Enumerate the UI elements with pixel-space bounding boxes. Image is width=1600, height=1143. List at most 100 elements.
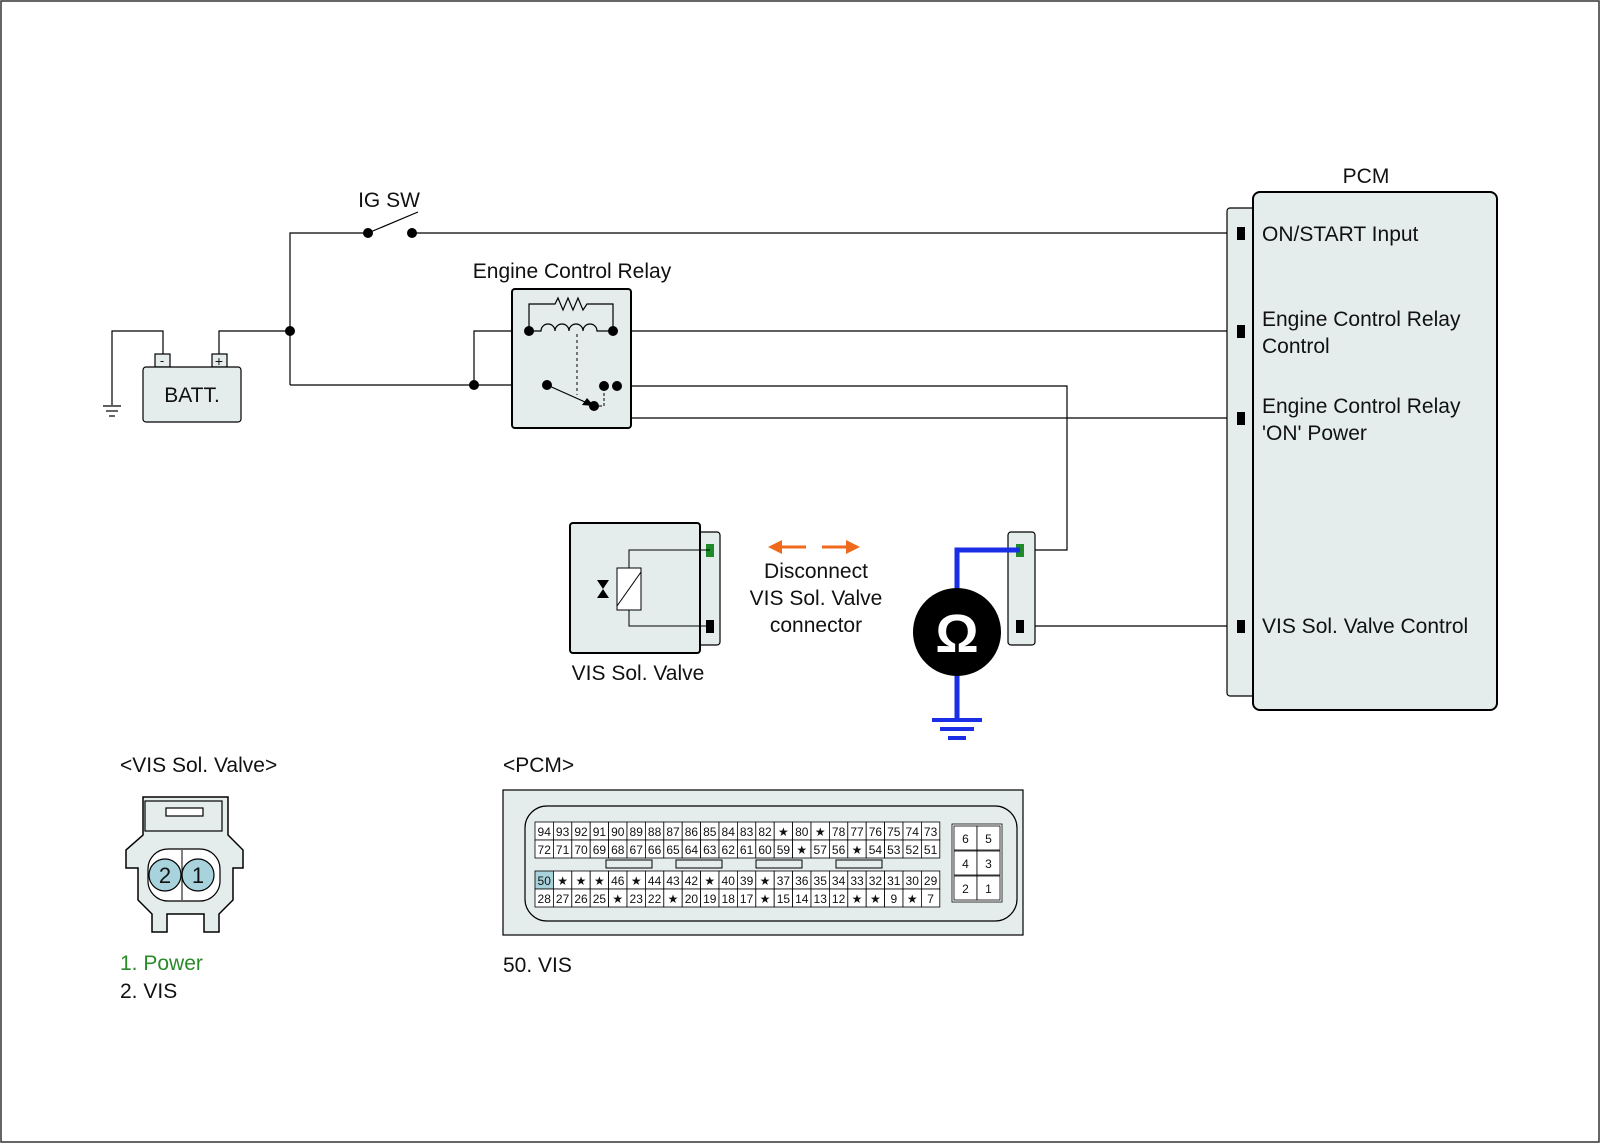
pcm-pin-label: 44 bbox=[648, 874, 662, 888]
pcm-on-start-label: ON/START Input bbox=[1262, 223, 1419, 246]
pcm-relay-control-label-2: Control bbox=[1262, 335, 1330, 358]
pcm-pin-label: ★ bbox=[870, 892, 881, 906]
pcm-pin-label: ★ bbox=[778, 825, 789, 839]
battery-positive-wire bbox=[218, 330, 290, 354]
pcm-pin-label: 32 bbox=[869, 874, 883, 888]
pcm-pin-label: ★ bbox=[815, 825, 826, 839]
pcm-module: PCM ON/START Input Engine Control Relay … bbox=[1226, 165, 1498, 711]
pcm-small-pin-label: 5 bbox=[985, 832, 992, 846]
pcm-pin-label: 69 bbox=[593, 843, 607, 857]
disconnect-note: Disconnect VIS Sol. Valve connector bbox=[750, 540, 882, 637]
pcm-small-pin-label: 1 bbox=[985, 882, 992, 896]
pcm-pin-label: 90 bbox=[611, 825, 625, 839]
ig-switch: IG SW bbox=[358, 189, 420, 238]
pcm-pin-label: 42 bbox=[685, 874, 699, 888]
pcm-pin-vis-control bbox=[1237, 620, 1245, 633]
pcm-pin-label: 12 bbox=[832, 892, 846, 906]
ig-sw-label: IG SW bbox=[358, 189, 420, 212]
pcm-pin-label: ★ bbox=[576, 874, 587, 888]
pcm-body bbox=[1252, 191, 1498, 711]
arrow-left-icon bbox=[768, 540, 782, 554]
pcm-pin-label: 13 bbox=[814, 892, 828, 906]
battery-ground-wire bbox=[111, 330, 164, 405]
meter-lead-positive bbox=[954, 547, 1020, 590]
pcm-pin-label: 17 bbox=[740, 892, 754, 906]
harness-connector-body bbox=[1007, 531, 1036, 646]
pcm-pin-label: 77 bbox=[850, 825, 864, 839]
pcm-pin-label: 40 bbox=[722, 874, 736, 888]
pcm-pin-label: 66 bbox=[648, 843, 662, 857]
pcm-pin-label: 70 bbox=[574, 843, 588, 857]
pcm-pin-label: 43 bbox=[666, 874, 680, 888]
pcm-connector-title: <PCM> bbox=[503, 754, 574, 777]
pcm-pin-label: 31 bbox=[887, 874, 901, 888]
pcm-pin-label: 19 bbox=[703, 892, 717, 906]
pcm-pin-label: 73 bbox=[924, 825, 938, 839]
pcm-pin-label: ★ bbox=[852, 892, 863, 906]
pcm-pin-label: 56 bbox=[832, 843, 846, 857]
ohmmeter: Ω bbox=[913, 547, 1020, 740]
vis-connector-title: <VIS Sol. Valve> bbox=[120, 754, 277, 777]
relay-label: Engine Control Relay bbox=[473, 260, 672, 283]
vis-pin-2-label: 2 bbox=[159, 863, 171, 888]
pcm-pin-label: 35 bbox=[814, 874, 828, 888]
pcm-pin-label: 50 bbox=[538, 874, 552, 888]
ohm-symbol: Ω bbox=[935, 604, 978, 664]
pcm-pin-label: 92 bbox=[574, 825, 588, 839]
pcm-pin-label: 33 bbox=[850, 874, 864, 888]
vis-connector-pin-2 bbox=[148, 858, 182, 892]
pcm-pin-label: 30 bbox=[906, 874, 920, 888]
pcm-pin-label: ★ bbox=[760, 874, 771, 888]
pcm-pin-label: 61 bbox=[740, 843, 754, 857]
pcm-pin-label: 22 bbox=[648, 892, 662, 906]
pcm-small-pin-label: 2 bbox=[962, 882, 969, 896]
pcm-pin-label: ★ bbox=[668, 892, 679, 906]
pcm-label: PCM bbox=[1343, 165, 1390, 188]
pcm-pin-label: 86 bbox=[685, 825, 699, 839]
pcm-small-pin-label: 3 bbox=[985, 857, 992, 871]
pcm-pin-label: 74 bbox=[906, 825, 920, 839]
vis-legend-power: 1. Power bbox=[120, 952, 203, 975]
pcm-pin-label: 62 bbox=[722, 843, 736, 857]
pcm-pin-label: 72 bbox=[538, 843, 552, 857]
pcm-small-pin-label: 6 bbox=[962, 832, 969, 846]
pcm-pin-label: 37 bbox=[777, 874, 791, 888]
pcm-pin-label: ★ bbox=[612, 892, 623, 906]
pcm-pin-label: 75 bbox=[887, 825, 901, 839]
vis-legend-vis: 2. VIS bbox=[120, 980, 177, 1003]
pcm-pin-label: 80 bbox=[795, 825, 809, 839]
vis-valve-coil bbox=[616, 567, 642, 611]
pcm-pin-label: 46 bbox=[611, 874, 625, 888]
relay-body bbox=[511, 288, 632, 429]
pcm-pin-label: 65 bbox=[666, 843, 680, 857]
arrow-right-icon bbox=[846, 540, 860, 554]
pcm-pin-label: 14 bbox=[795, 892, 809, 906]
pcm-legend: 50. VIS bbox=[503, 954, 572, 977]
vis-sol-valve: VIS Sol. Valve bbox=[569, 522, 721, 685]
battery: - + BATT. bbox=[103, 330, 242, 423]
pcm-pin-label: 39 bbox=[740, 874, 754, 888]
pcm-pin-label: ★ bbox=[594, 874, 605, 888]
pcm-pin-relay-power bbox=[1237, 412, 1245, 425]
pcm-pin-label: 25 bbox=[593, 892, 607, 906]
pcm-pin-label: 18 bbox=[722, 892, 736, 906]
pcm-pin-label: 23 bbox=[630, 892, 644, 906]
pcm-relay-power-label: Engine Control Relay bbox=[1262, 395, 1461, 418]
pcm-pin-relay-control bbox=[1237, 325, 1245, 338]
splice-battery bbox=[285, 326, 295, 336]
pcm-pin-on-start bbox=[1237, 227, 1245, 240]
pcm-pin-label: 87 bbox=[666, 825, 680, 839]
battery-minus-label: - bbox=[160, 353, 164, 368]
pcm-pin-label: 29 bbox=[924, 874, 938, 888]
pcm-pin-label: 88 bbox=[648, 825, 662, 839]
pcm-pin-label: 93 bbox=[556, 825, 570, 839]
disconnect-text-3: connector bbox=[770, 614, 862, 637]
pcm-pin-label: ★ bbox=[796, 843, 807, 857]
pcm-pin-label: ★ bbox=[852, 843, 863, 857]
ground-symbol bbox=[103, 405, 121, 417]
pcm-pin-label: 67 bbox=[630, 843, 644, 857]
battery-body bbox=[142, 366, 242, 423]
